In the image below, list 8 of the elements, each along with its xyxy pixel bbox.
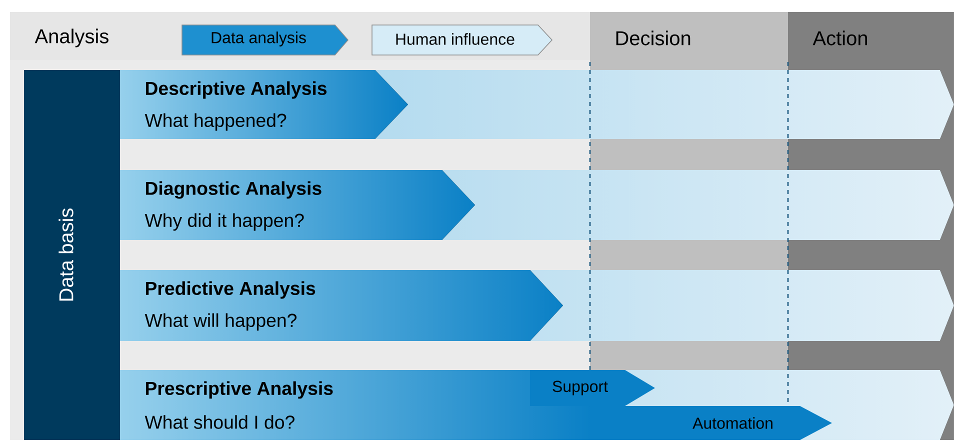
- analysis-banner: Diagnostic Analysis Why did it happen?: [120, 170, 475, 240]
- tag-banner: Automation: [590, 406, 832, 440]
- analysis-banner: Predictive Analysis What will happen?: [120, 270, 563, 341]
- data-basis-bar: Data basis: [24, 70, 120, 440]
- node-label: Analysis: [34, 28, 108, 48]
- node-label: Automation: [692, 417, 772, 429]
- analysis-banner: Descriptive Analysis What happened?: [120, 70, 408, 139]
- tag-banner: Support: [530, 370, 655, 406]
